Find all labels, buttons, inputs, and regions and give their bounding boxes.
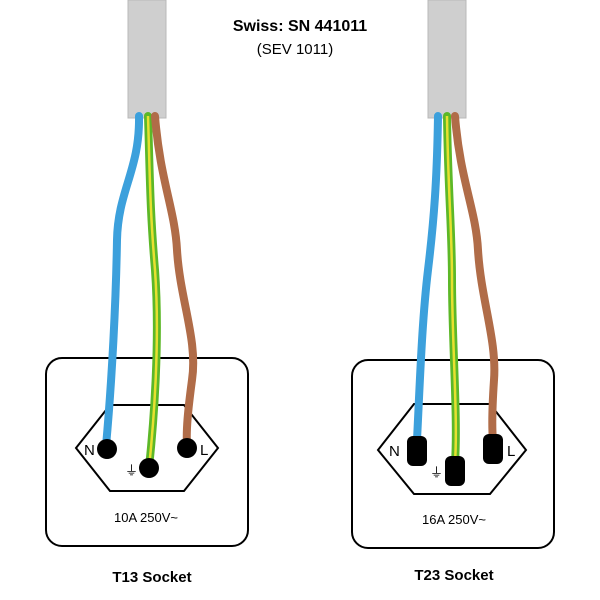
t13-neutral-wire xyxy=(102,112,144,450)
t13-cable-sheath xyxy=(127,0,167,119)
t23-neutral-wire xyxy=(413,112,442,444)
t23-socket-name: T23 Socket xyxy=(414,567,493,584)
earth-symbol-icon: ⏚ xyxy=(125,464,138,479)
t23-assembly: N L ⏚ 16A 250V~ T23 Socket xyxy=(351,0,555,584)
t13-live-pin xyxy=(177,438,197,458)
t23-live-pin xyxy=(483,434,503,464)
t23-live-wire xyxy=(451,112,499,444)
t13-neutral-pin xyxy=(97,439,117,459)
t23-live-label: L xyxy=(507,443,515,460)
t13-live-wire xyxy=(151,112,198,450)
t13-earth-wire-stripe xyxy=(146,115,159,469)
t23-cable-sheath xyxy=(427,0,467,119)
t23-earth-pin xyxy=(445,456,465,486)
t13-earth-pin xyxy=(139,458,159,478)
t13-rating: 10A 250V~ xyxy=(114,510,178,525)
earth-symbol-icon: ⏚ xyxy=(430,466,443,481)
diagram-subtitle: (SEV 1011) xyxy=(257,41,333,58)
t23-neutral-label: N xyxy=(389,443,400,460)
t13-socket-name: T13 Socket xyxy=(112,569,191,586)
t23-neutral-pin xyxy=(407,436,427,466)
t23-earth-wire-stripe xyxy=(445,115,458,463)
t13-live-label: L xyxy=(200,442,208,459)
t23-rating: 16A 250V~ xyxy=(422,512,486,527)
t13-assembly: N L ⏚ 10A 250V~ T13 Socket xyxy=(45,0,249,586)
t13-neutral-label: N xyxy=(84,442,95,459)
diagram-title: Swiss: SN 441011 xyxy=(233,18,367,35)
